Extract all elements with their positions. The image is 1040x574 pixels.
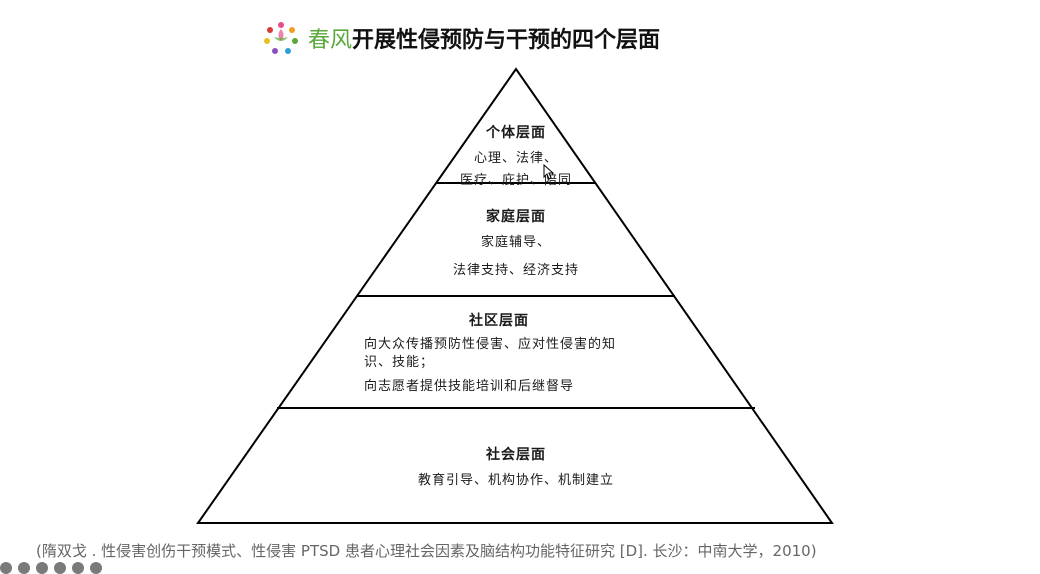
menu-icon[interactable]	[72, 562, 84, 574]
layer-title: 社区层面	[469, 313, 529, 329]
layer-title: 社会层面	[486, 447, 546, 463]
layer-title: 个体层面	[486, 125, 546, 141]
layer-line: 医疗、庇护、陪同	[459, 173, 572, 188]
layer-line: 向志愿者提供技能培训和后继督导	[364, 379, 575, 394]
flower-logo-icon	[264, 22, 298, 54]
mouse-cursor-icon	[543, 164, 555, 180]
layer-line: 向大众传播预防性侵害、应对性侵害的知	[364, 337, 617, 352]
grid-icon[interactable]	[54, 562, 66, 574]
zoom-icon[interactable]	[36, 562, 48, 574]
pen-icon[interactable]	[18, 562, 30, 574]
layer-line: 识、技能；	[364, 355, 435, 370]
layer-line: 法律支持、经济支持	[452, 263, 579, 278]
next-slide-icon[interactable]	[90, 562, 102, 574]
layer-line: 家庭辅导、	[480, 235, 551, 250]
layer-line: 教育引导、机构协作、机制建立	[417, 473, 614, 488]
slide-title: 春风 开展性侵预防与干预的四个层面	[262, 20, 660, 56]
citation-text: (隋双戈 . 性侵害创伤干预模式、性侵害 PTSD 患者心理社会因素及脑结构功能…	[36, 542, 817, 560]
title-main: 开展性侵预防与干预的四个层面	[352, 28, 661, 53]
layer-individual: 个体层面 心理、法律、 医疗、庇护、陪同	[456, 122, 576, 192]
title-brand: 春风	[308, 28, 353, 53]
slideshow-toolbar[interactable]	[0, 562, 102, 574]
layer-society: 社会层面 教育引导、机构协作、机制建立	[376, 444, 656, 492]
prev-slide-icon[interactable]	[0, 562, 12, 574]
layer-line: 心理、法律、	[473, 151, 558, 166]
layer-title: 家庭层面	[486, 209, 546, 225]
layer-family: 家庭层面 家庭辅导、 法律支持、经济支持	[416, 206, 616, 282]
layer-community: 社区层面 向大众传播预防性侵害、应对性侵害的知 识、技能； 向志愿者提供技能培训…	[364, 310, 684, 398]
